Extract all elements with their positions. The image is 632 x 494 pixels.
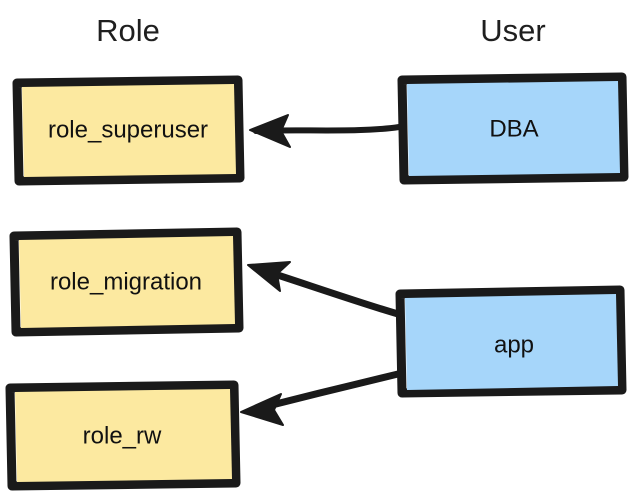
node-fill	[19, 236, 235, 328]
node-label-role-rw: role_rw	[83, 422, 162, 449]
edge-dba-to-role-superuser	[249, 114, 402, 148]
node-role-superuser[interactable]: role_superuser	[12, 75, 245, 186]
edge-app-to-role-rw	[240, 370, 402, 426]
node-fill	[15, 389, 232, 482]
node-outline	[9, 227, 244, 337]
column-header-role: Role	[96, 13, 160, 48]
node-fill	[405, 294, 618, 390]
node-label-role-superuser: role_superuser	[48, 116, 208, 143]
node-outline	[395, 285, 627, 398]
arrow-head-icon	[247, 261, 291, 292]
node-outline	[397, 72, 629, 185]
node-label-role-migration: role_migration	[50, 268, 202, 295]
node-user-dba[interactable]: DBA	[397, 72, 629, 185]
node-outline	[12, 75, 245, 186]
node-outline	[5, 380, 241, 491]
edge-app-to-role-migration	[247, 261, 402, 318]
node-user-app[interactable]: app	[395, 285, 627, 398]
node-label-dba: DBA	[489, 115, 538, 142]
column-header-user: User	[480, 13, 545, 48]
node-role-rw[interactable]: role_rw	[5, 380, 241, 491]
node-fill	[22, 84, 236, 177]
arrow-head-icon	[249, 114, 291, 148]
node-label-app: app	[494, 331, 534, 358]
node-fill	[407, 81, 620, 176]
node-role-migration[interactable]: role_migration	[9, 227, 244, 337]
arrow-head-icon	[240, 393, 284, 426]
